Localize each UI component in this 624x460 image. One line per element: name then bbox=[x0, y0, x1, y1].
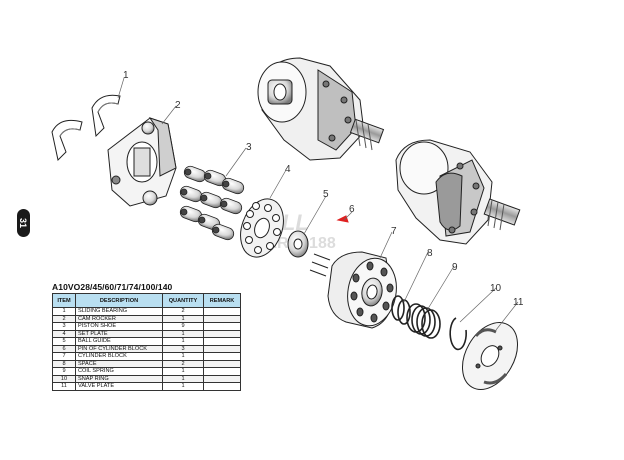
header-description: DESCRIPTION bbox=[75, 293, 163, 308]
cell-quantity: 3 bbox=[162, 344, 204, 353]
cell-item: 8 bbox=[52, 359, 76, 368]
cell-quantity: 1 bbox=[162, 382, 204, 391]
cell-item: 11 bbox=[52, 382, 76, 391]
cell-item: 3 bbox=[52, 322, 76, 331]
cell-quantity: 2 bbox=[162, 359, 204, 368]
callout-3: 3 bbox=[246, 142, 252, 153]
part-1-sliding-bearing bbox=[51, 94, 121, 162]
cell-quantity: 1 bbox=[162, 314, 204, 323]
header-item: ITEM bbox=[52, 293, 76, 308]
part-9-coil-spring bbox=[406, 303, 441, 339]
cell-description: SLIDING BEARING bbox=[75, 307, 163, 316]
cell-item: 2 bbox=[52, 314, 76, 323]
cell-description: SNAP RING bbox=[75, 374, 163, 383]
cell-item: 10 bbox=[52, 374, 76, 383]
page-number-tab: 31 bbox=[17, 209, 30, 237]
callout-7: 7 bbox=[391, 226, 397, 237]
callout-1: 1 bbox=[123, 70, 129, 81]
callout-9: 9 bbox=[452, 262, 458, 273]
part-11-valve-plate bbox=[462, 322, 518, 390]
assembled-pump-right bbox=[395, 139, 521, 245]
cell-description: PIN OF CYLINDER BLOCK bbox=[75, 344, 163, 353]
cell-item: 9 bbox=[52, 367, 76, 376]
cell-description: BALL GUIDE bbox=[75, 337, 163, 346]
callout-6: 6 bbox=[349, 204, 355, 215]
cell-remark bbox=[203, 367, 241, 376]
part-5-ball-guide bbox=[287, 230, 309, 258]
part-2-cam-rocker bbox=[107, 117, 177, 207]
cell-item: 1 bbox=[52, 307, 76, 316]
part-8-space bbox=[391, 295, 411, 325]
cell-remark bbox=[203, 329, 241, 338]
part-6-pin-of-cylinder-block bbox=[309, 215, 349, 277]
header-remark: REMARK bbox=[203, 293, 241, 308]
callout-numbers: 1 2 3 4 5 6 7 8 9 10 11 bbox=[123, 70, 524, 308]
cell-description: VALVE PLATE bbox=[75, 382, 163, 391]
cell-item: 7 bbox=[52, 352, 76, 361]
cell-remark bbox=[203, 314, 241, 323]
cell-remark bbox=[203, 359, 241, 368]
cell-remark bbox=[203, 344, 241, 353]
page-number: 31 bbox=[18, 217, 29, 229]
cell-quantity: 2 bbox=[162, 307, 204, 316]
cell-description: SPACE bbox=[75, 359, 163, 368]
cell-quantity: 1 bbox=[162, 374, 204, 383]
cell-remark bbox=[203, 337, 241, 346]
cell-quantity: 1 bbox=[162, 352, 204, 361]
part-7-cylinder-block bbox=[327, 251, 397, 329]
callout-4: 4 bbox=[285, 164, 291, 175]
callout-8: 8 bbox=[427, 248, 433, 259]
callout-10: 10 bbox=[490, 283, 502, 294]
leader-lines bbox=[117, 77, 519, 331]
cell-quantity: 1 bbox=[162, 337, 204, 346]
assembled-pump-top bbox=[257, 57, 385, 161]
table-title: A10VO28/45/60/71/74/100/140 bbox=[52, 282, 173, 292]
cell-item: 5 bbox=[52, 337, 76, 346]
cell-remark bbox=[203, 307, 241, 316]
header-quantity: QUANTITY bbox=[162, 293, 204, 308]
cell-quantity: 1 bbox=[162, 367, 204, 376]
cell-description: CYLINDER BLOCK bbox=[75, 352, 163, 361]
callout-11: 11 bbox=[513, 297, 524, 308]
callout-2: 2 bbox=[175, 100, 181, 111]
callout-5: 5 bbox=[323, 189, 329, 200]
cell-description: SET PLATE bbox=[75, 329, 163, 338]
cell-item: 6 bbox=[52, 344, 76, 353]
cell-remark bbox=[203, 322, 241, 331]
cell-description: CAM ROCKER bbox=[75, 314, 163, 323]
cell-remark bbox=[203, 374, 241, 383]
cell-description: PISTON SHOE bbox=[75, 322, 163, 331]
cell-description: COIL SPRING bbox=[75, 367, 163, 376]
table-header-row: ITEM DESCRIPTION QUANTITY REMARK bbox=[52, 293, 241, 308]
cell-quantity: 9 bbox=[162, 322, 204, 331]
part-10-snap-ring bbox=[449, 317, 467, 351]
red-marker bbox=[336, 215, 349, 223]
cell-quantity: 1 bbox=[162, 329, 204, 338]
cell-remark bbox=[203, 352, 241, 361]
cell-remark bbox=[203, 382, 241, 391]
part-4-set-plate bbox=[240, 198, 284, 258]
cell-item: 4 bbox=[52, 329, 76, 338]
part-3-piston-shoe bbox=[179, 165, 245, 241]
